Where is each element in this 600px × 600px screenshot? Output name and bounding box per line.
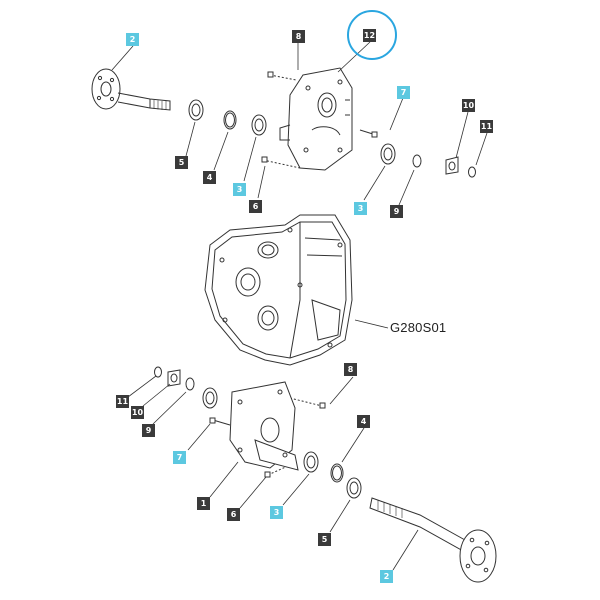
ring-bottom-9: [185, 377, 195, 391]
oil-seal-top: [188, 99, 204, 121]
housing-cover-bottom: [229, 381, 299, 471]
callout-9[interactable]: 9: [390, 205, 403, 218]
oil-seal-bottom: [346, 477, 362, 499]
bearing-bottom-left: [202, 387, 218, 409]
bearing-bottom-right: [303, 451, 319, 473]
bolt-top-6: [261, 156, 301, 169]
callout-2[interactable]: 2: [380, 570, 393, 583]
callout-12[interactable]: 12: [363, 29, 376, 42]
callout-11[interactable]: 11: [480, 120, 493, 133]
callout-9[interactable]: 9: [142, 424, 155, 437]
axle-shaft-bottom: [369, 497, 497, 583]
callout-11[interactable]: 11: [116, 395, 129, 408]
callout-8[interactable]: 8: [344, 363, 357, 376]
callout-7[interactable]: 7: [397, 86, 410, 99]
nut-bottom-10: [167, 369, 181, 387]
ring-top-9: [412, 154, 422, 168]
bearing-top-left: [251, 114, 267, 136]
bearing-top-right: [380, 143, 396, 165]
callout-4[interactable]: 4: [357, 415, 370, 428]
bolt-bottom-7: [209, 417, 231, 426]
callout-5[interactable]: 5: [318, 533, 331, 546]
bolt-bottom-8: [289, 397, 326, 409]
callout-3[interactable]: 3: [270, 506, 283, 519]
callout-6[interactable]: 6: [249, 200, 262, 213]
snap-ring-bottom: [330, 463, 344, 483]
callout-2[interactable]: 2: [126, 33, 139, 46]
callout-7[interactable]: 7: [173, 451, 186, 464]
nut-top-10: [445, 156, 459, 175]
bolt-top-8: [267, 71, 297, 81]
axle-shaft-top: [91, 68, 171, 111]
bolt-top-7: [359, 129, 378, 138]
callout-3[interactable]: 3: [354, 202, 367, 215]
callout-8[interactable]: 8: [292, 30, 305, 43]
callout-3[interactable]: 3: [233, 183, 246, 196]
callout-5[interactable]: 5: [175, 156, 188, 169]
callout-6[interactable]: 6: [227, 508, 240, 521]
callout-10[interactable]: 10: [462, 99, 475, 112]
leader-lines: [111, 41, 488, 571]
callout-10[interactable]: 10: [131, 406, 144, 419]
callout-1[interactable]: 1: [197, 497, 210, 510]
diagram-code: G280S01: [390, 320, 447, 335]
callout-4[interactable]: 4: [203, 171, 216, 184]
main-housing: [204, 214, 353, 366]
highlight-circle: [347, 10, 397, 60]
snap-ring-top: [223, 110, 237, 130]
housing-cover-top: [279, 67, 353, 171]
ring-bottom-11: [154, 366, 162, 378]
ring-top-11: [468, 166, 476, 178]
